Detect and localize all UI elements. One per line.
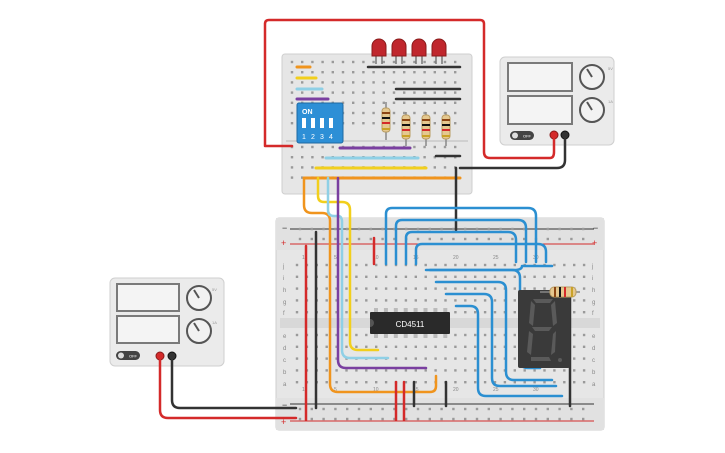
col-number: 15 xyxy=(413,387,419,393)
wires-main xyxy=(158,18,572,422)
wire-blue-low-3[interactable] xyxy=(444,292,558,388)
row-letter: g xyxy=(592,300,595,306)
supply-top-knob-label-v: 5V xyxy=(608,66,613,71)
row-letter: j xyxy=(591,264,593,270)
supply-top-voltage-display xyxy=(507,62,573,92)
row-letter: i xyxy=(283,276,284,282)
rail-minus-label: − xyxy=(282,223,287,233)
cd4511-chip[interactable]: CD4511 xyxy=(370,308,450,338)
supply-top-knob-label-a: 1A xyxy=(608,99,613,104)
dip-toggle-4[interactable] xyxy=(329,118,333,128)
rail-plus-label-bottom: + xyxy=(281,417,286,427)
row-letter: e xyxy=(592,334,596,340)
row-letter: c xyxy=(592,358,595,364)
seven-segment-display[interactable] xyxy=(518,290,570,368)
chip-label: CD4511 xyxy=(396,320,425,329)
supply-top-toggle-label: OFF xyxy=(523,134,532,139)
led-1[interactable] xyxy=(371,38,387,64)
wire-blue-top-row[interactable] xyxy=(428,264,554,272)
supply-left-toggle-label: OFF xyxy=(129,354,138,359)
wire-blue-arch-4[interactable] xyxy=(414,242,548,266)
power-supply-left[interactable]: 5V 1A OFF xyxy=(109,277,225,367)
row-letter: a xyxy=(283,382,287,388)
dip-number-4: 4 xyxy=(329,134,333,141)
power-supply-top[interactable]: 5V 1A OFF xyxy=(499,56,615,146)
resistor-3[interactable] xyxy=(421,112,431,146)
row-letter: c xyxy=(283,358,286,364)
wire-yellow-long[interactable] xyxy=(316,176,380,352)
row-letter: h xyxy=(283,288,286,294)
chip-body xyxy=(370,312,450,334)
col-number: 20 xyxy=(453,387,459,393)
resistor-1[interactable] xyxy=(381,102,391,140)
row-letter: h xyxy=(592,288,595,294)
row-letter: i xyxy=(592,276,593,282)
led-array xyxy=(371,38,447,64)
col-number: 5 xyxy=(334,255,337,261)
resistor-main[interactable] xyxy=(540,286,580,298)
wire-purple-long[interactable] xyxy=(336,176,428,370)
col-number: 20 xyxy=(453,255,459,261)
resistor-4[interactable] xyxy=(441,112,451,146)
dip-toggle-2[interactable] xyxy=(311,118,315,128)
col-number: 25 xyxy=(493,255,499,261)
led-3[interactable] xyxy=(411,38,427,64)
col-number: 25 xyxy=(493,387,499,393)
dip-number-1: 1 xyxy=(302,134,306,141)
row-letter: e xyxy=(283,334,287,340)
wire-blue-low-2[interactable] xyxy=(434,280,554,382)
led-4[interactable] xyxy=(431,38,447,64)
wire-red-supply-left[interactable] xyxy=(158,358,298,420)
wire-blue-arch-2[interactable] xyxy=(394,218,528,266)
rail-plus-label-right: + xyxy=(592,238,597,248)
dip-switch[interactable]: ON 1 2 3 4 xyxy=(296,102,344,144)
rail-minus-label-bottom: − xyxy=(282,400,287,410)
dip-number-3: 3 xyxy=(320,134,324,141)
row-letter: g xyxy=(283,300,286,306)
row-letter: b xyxy=(592,370,596,376)
wires-top-board xyxy=(295,65,462,180)
dip-number-2: 2 xyxy=(311,134,315,141)
row-letter: b xyxy=(283,370,287,376)
rail-minus-label-right: − xyxy=(593,223,598,233)
wire-red-supply-top[interactable] xyxy=(263,18,556,160)
row-letter: j xyxy=(282,264,284,270)
rail-plus-label: + xyxy=(281,238,286,248)
wire-black-supply-left[interactable] xyxy=(170,358,298,410)
power-rail-bottom xyxy=(276,398,604,430)
resistors-top xyxy=(381,102,451,146)
dip-toggle-3[interactable] xyxy=(320,118,324,128)
supply-left-knob-label-a: 1A xyxy=(212,320,217,325)
supply-top-current-display xyxy=(507,95,573,125)
wire-blue-low-4[interactable] xyxy=(454,304,564,398)
row-letter: d xyxy=(592,346,595,352)
wire-cyan-long[interactable] xyxy=(326,176,390,360)
row-letter: a xyxy=(592,382,596,388)
col-number: 5 xyxy=(334,387,337,393)
col-number: 10 xyxy=(373,387,379,393)
row-letter: f xyxy=(592,311,594,317)
wire-orange-long[interactable] xyxy=(302,176,438,394)
col-number: 1 xyxy=(302,255,305,261)
supply-left-current-display xyxy=(116,315,180,344)
wire-black-supply-top[interactable] xyxy=(458,134,567,170)
supply-left-knob-label-v: 5V xyxy=(212,287,217,292)
led-2[interactable] xyxy=(391,38,407,64)
row-letter: d xyxy=(283,346,286,352)
resistor-2[interactable] xyxy=(401,112,411,146)
wire-blue-arch-1[interactable] xyxy=(384,206,538,266)
wire-blue-arch-3[interactable] xyxy=(404,230,518,266)
supply-left-voltage-display xyxy=(116,283,180,312)
col-number: 10 xyxy=(373,255,379,261)
col-number: 30 xyxy=(533,387,539,393)
row-letter: f xyxy=(283,311,285,317)
dip-on-label: ON xyxy=(302,109,313,116)
col-number: 1 xyxy=(302,387,305,393)
dip-toggle-1[interactable] xyxy=(302,118,306,128)
